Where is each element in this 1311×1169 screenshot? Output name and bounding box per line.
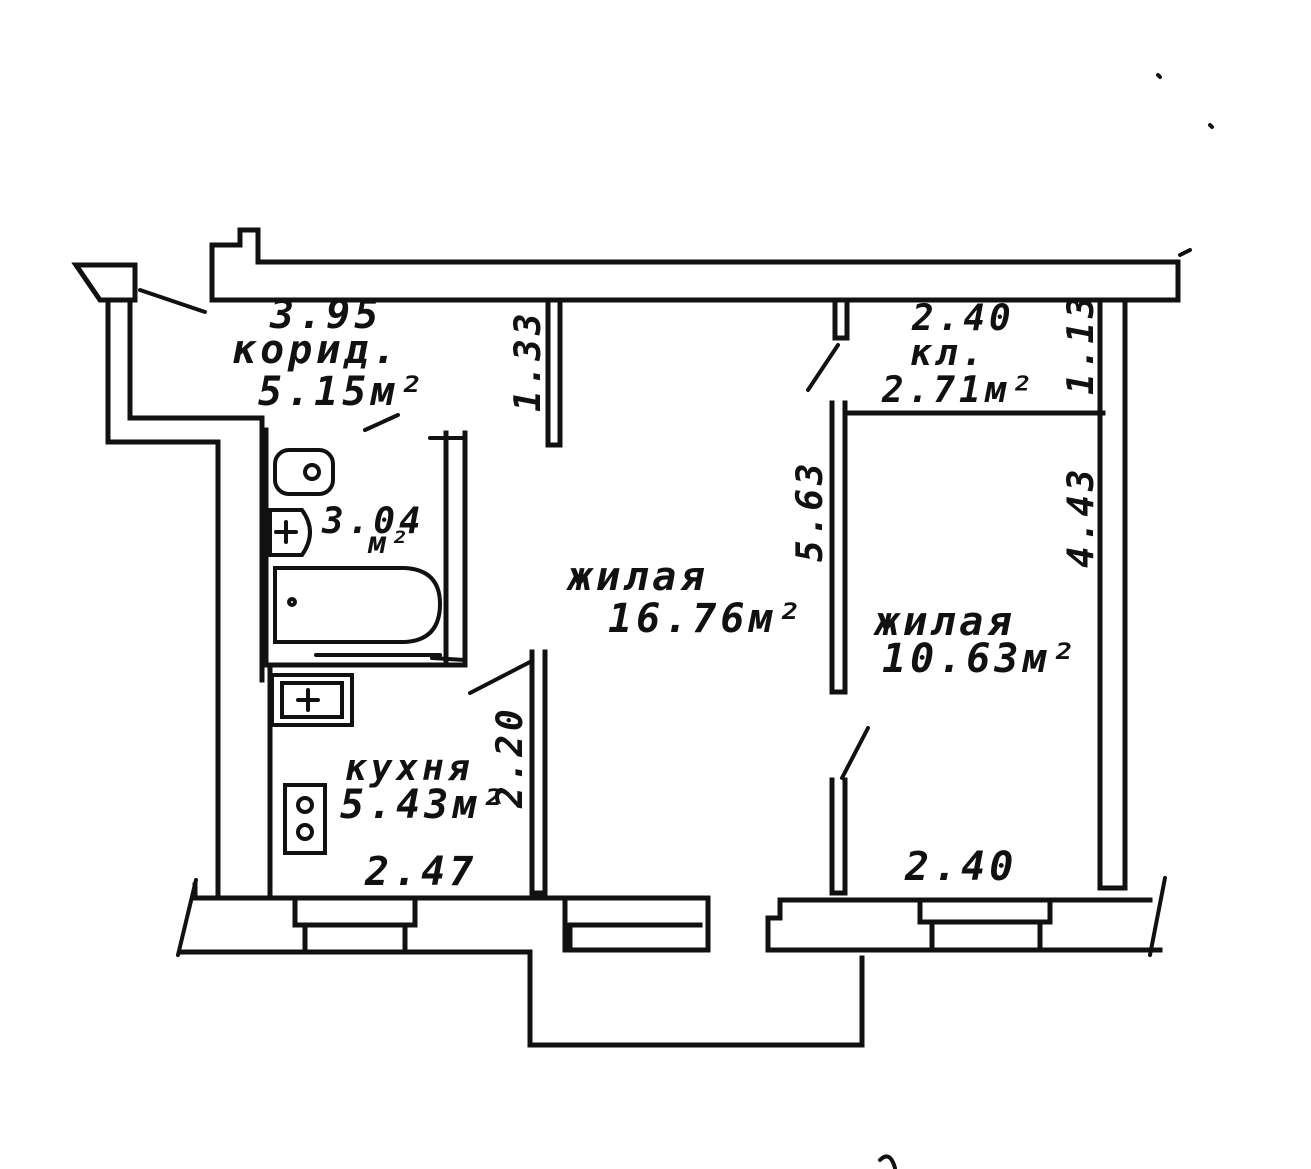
kitchen-sink-icon: [270, 673, 354, 727]
bathroom-unit: м²: [367, 526, 412, 561]
living-small-width-dim: 2.40: [904, 844, 1017, 890]
fixtures: [268, 436, 467, 855]
dimension-labels: 1.33 5.63 1.13 4.43 2.20 2.47 2.40: [364, 292, 1102, 895]
living-small-area: 10.63м²: [882, 636, 1079, 682]
kitchen-name: кухня: [345, 748, 473, 789]
pantry-area: 2.71м²: [881, 370, 1036, 411]
living-small-name: жилая: [873, 599, 1015, 645]
living-main-length-dim: 5.63: [790, 459, 831, 562]
pantry-depth-dim: 1.13: [1061, 292, 1102, 395]
stove-icon: [283, 783, 327, 855]
corridor-depth-dim: 1.33: [508, 309, 549, 412]
pantry-name: кл.: [910, 333, 987, 374]
bathroom-area: 3.04: [321, 501, 425, 542]
scan-marks: [878, 73, 1214, 1169]
living-main-name: жилая: [566, 554, 708, 600]
room-labels: 3.95 корид. 5.15м² 3.04 м² жилая 16.76м²…: [232, 292, 1079, 828]
corridor-width: 3.95: [269, 292, 382, 338]
kitchen-area: 5.43м²: [340, 782, 509, 828]
interior-walls: [263, 297, 1128, 901]
bottom-walls: [177, 882, 1163, 1048]
bath-partition-icon: [428, 436, 467, 662]
corridor-name: корид.: [232, 327, 401, 373]
windows: [292, 895, 1053, 953]
sink-icon: [268, 508, 312, 557]
bathtub-icon: [273, 566, 443, 644]
corridor-area: 5.15м²: [258, 369, 427, 415]
pantry-width: 2.40: [911, 298, 1015, 339]
living-small-length-dim: 4.43: [1061, 465, 1102, 568]
toilet-icon: [273, 448, 335, 496]
kitchen-length-dim: 2.20: [490, 705, 531, 809]
living-main-area: 16.76м²: [608, 596, 805, 642]
door-swings: [138, 248, 1192, 957]
kitchen-width-dim: 2.47: [364, 849, 477, 895]
